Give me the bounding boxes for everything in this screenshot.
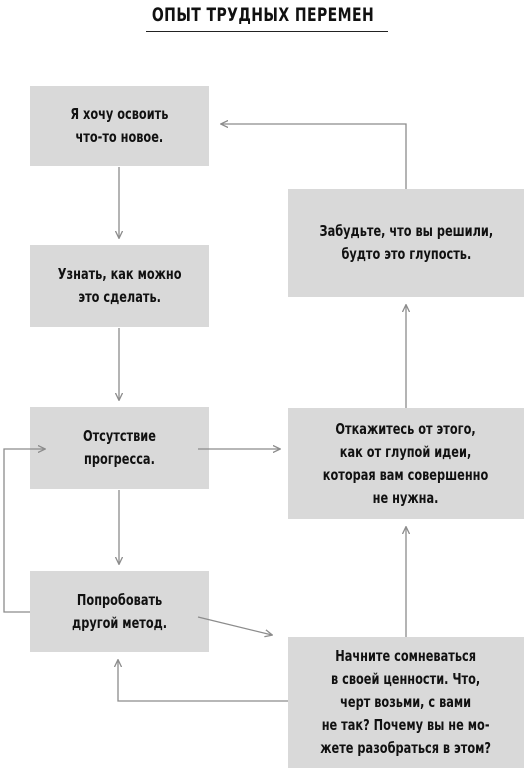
arrow-doubting-to-try-other (118, 660, 288, 702)
arrow-try-other-to-doubting (197, 616, 272, 635)
box-start-doubting: Начните сомневаться в своей ценности. Чт… (288, 637, 524, 768)
box-try-another-method: Попробовать другой метод. (30, 571, 209, 652)
box-learn-something-new: Я хочу освоить что-то новое. (30, 86, 209, 166)
box-forget-it-was-silly: Забудьте, что вы решили, будто это глупо… (288, 189, 524, 297)
box-learn-something-new-text: Я хочу освоить что-то новое. (70, 105, 169, 146)
diagram-title: ОПЫТ ТРУДНЫХ ПЕРЕМЕН (151, 4, 375, 26)
box-no-progress-text: Отсутствие прогресса. (82, 427, 156, 468)
box-find-out-how-text: Узнать, как можно это сделать. (57, 265, 182, 306)
box-start-doubting-text: Начните сомневаться в своей ценности. Чт… (320, 647, 492, 757)
box-try-another-method-text: Попробовать другой метод. (71, 590, 168, 632)
arrow-forget-to-learn (221, 124, 407, 189)
box-no-progress: Отсутствие прогресса. (30, 407, 209, 489)
box-forget-it-was-silly-text: Забудьте, что вы решили, будто это глупо… (319, 222, 493, 263)
box-give-up-idea: Откажитесь от этого, как от глупой идеи,… (288, 408, 524, 519)
box-find-out-how: Узнать, как можно это сделать. (30, 245, 209, 327)
arrow-try-other-loop-to-no-progress (3, 449, 45, 613)
title-underline (146, 31, 388, 32)
box-give-up-idea-text: Откажитесь от этого, как от глупой идеи,… (323, 419, 489, 507)
